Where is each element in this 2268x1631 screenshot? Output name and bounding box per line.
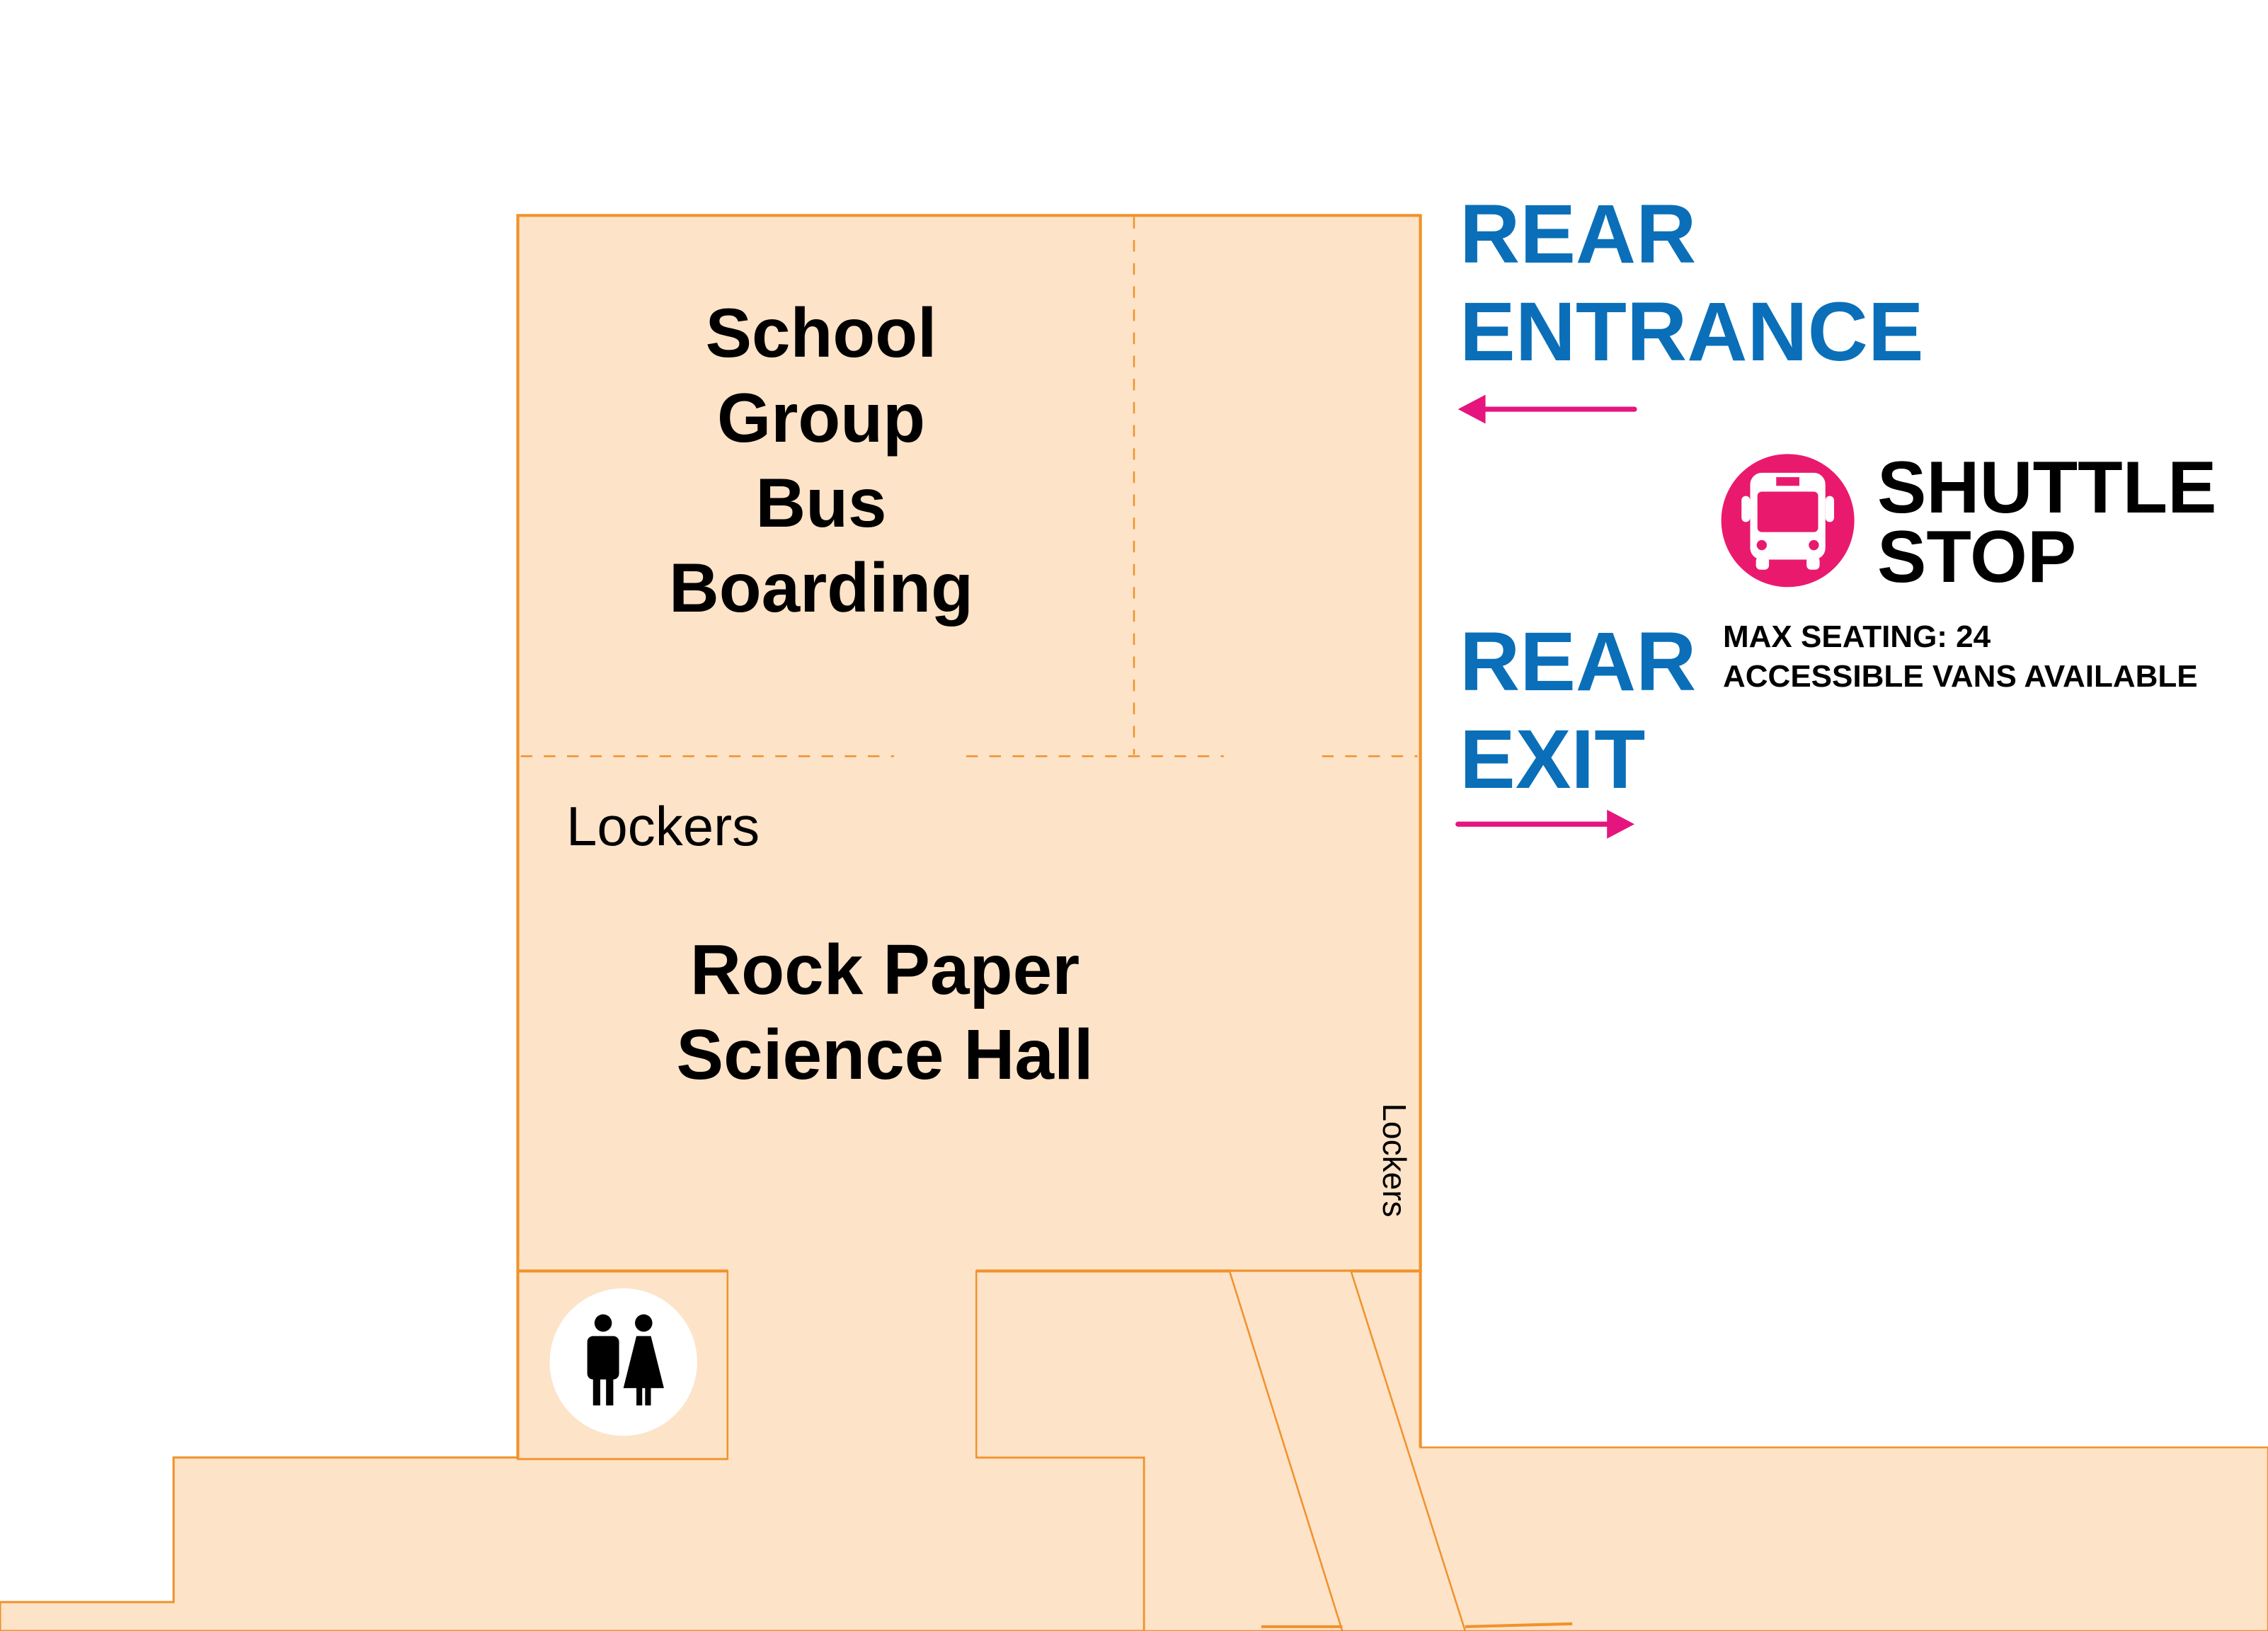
room-label-line: Group [717, 379, 925, 457]
arrow-right-icon [1455, 809, 1635, 839]
room-label-line: Boarding [668, 549, 974, 626]
rear-entrance-line1: REAR [1460, 188, 1697, 281]
max-seating-text: MAX SEATING: 24 [1723, 619, 1991, 654]
shuttle-title-line1: SHUTTLE [1877, 447, 2217, 529]
restroom-icon [549, 1288, 697, 1436]
room-label-line: Rock Paper [689, 930, 1080, 1009]
lockers-label-right: Lockers [1376, 1103, 1413, 1218]
room-label-line: Bus [755, 464, 887, 542]
bus-icon [1721, 454, 1855, 588]
rear-exit-line1: REAR [1460, 615, 1697, 709]
arrow-left-icon [1457, 394, 1637, 424]
lockers-label-left: Lockers [566, 795, 760, 857]
rear-entrance-line2: ENTRANCE [1460, 285, 1924, 379]
shuttle-title-line2: STOP [1877, 516, 2077, 598]
accessible-vans-text: ACCESSIBLE VANS AVAILABLE [1723, 659, 2198, 694]
floor-bottom-right [1349, 1270, 2268, 1631]
room-label-bus-boarding: School Group Bus Boarding [637, 290, 1005, 630]
floor-areas [0, 214, 2268, 1631]
shuttle-stop-title: SHUTTLE STOP [1877, 447, 2217, 598]
room-label-science-hall: Rock Paper Science Hall [623, 927, 1147, 1097]
room-dividers [520, 217, 1418, 757]
rear-exit-label: REAR EXIT [1460, 613, 1696, 808]
room-label-line: School [705, 294, 937, 372]
rear-exit-line2: EXIT [1460, 713, 1646, 806]
shuttle-stop-info: MAX SEATING: 24 ACCESSIBLE VANS AVAILABL… [1723, 617, 2198, 697]
room-label-line: Science Hall [676, 1015, 1094, 1094]
rear-entrance-label: REAR ENTRANCE [1460, 185, 1924, 381]
